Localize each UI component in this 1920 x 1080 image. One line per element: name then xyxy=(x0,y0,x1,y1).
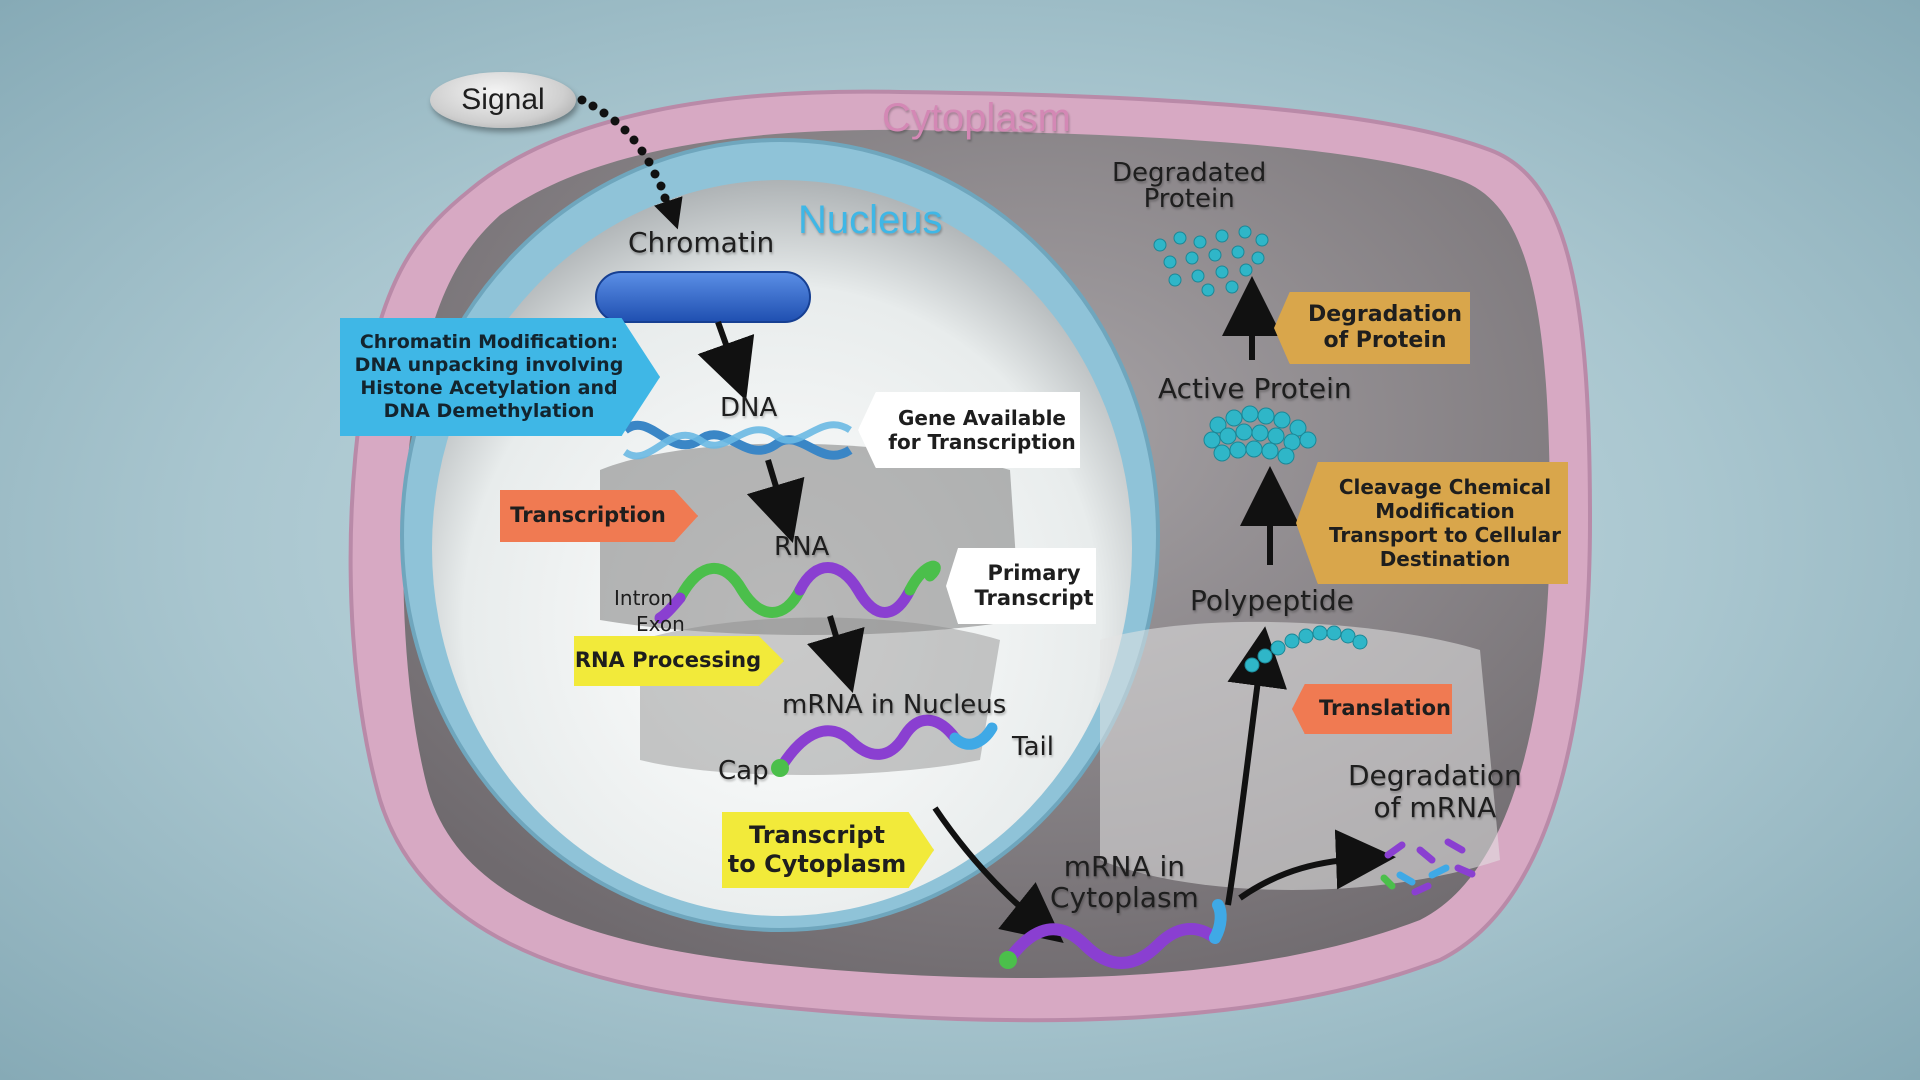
transcription-box: Transcription xyxy=(500,490,698,542)
degraded-mrna-fragments xyxy=(1380,838,1476,896)
transcript-to-cytoplasm-box: Transcript to Cytoplasm xyxy=(722,812,934,888)
degradation-mrna-label: Degradation of mRNA xyxy=(1348,759,1522,825)
mrna-cytoplasm-label: mRNA in Cytoplasm xyxy=(1050,850,1199,914)
active-protein-cluster xyxy=(1203,405,1317,465)
primary-transcript-rna xyxy=(654,560,941,624)
cap-label: Cap xyxy=(718,756,769,786)
primary-transcript-box: Primary Transcript xyxy=(946,548,1096,624)
rna-processing-box: RNA Processing xyxy=(574,636,784,686)
signal-label: Signal xyxy=(461,83,545,116)
chromatin-body xyxy=(595,271,811,323)
degraded-protein-scatter xyxy=(1153,225,1269,297)
rna-label: RNA xyxy=(774,532,830,562)
dna-label: DNA xyxy=(720,393,778,423)
polypeptide-label: Polypeptide xyxy=(1190,584,1354,617)
active-protein-label: Active Protein xyxy=(1158,372,1352,405)
pathway-arrows xyxy=(697,276,1396,943)
mrna-nucleus-label: mRNA in Nucleus xyxy=(782,690,1007,720)
chromatin-modification-box: Chromatin Modification: DNA unpacking in… xyxy=(340,318,660,436)
dna-helix xyxy=(622,420,853,460)
signal-dot-path xyxy=(577,95,670,203)
cleavage-modification-box: Cleavage Chemical Modification Transport… xyxy=(1296,462,1568,584)
tail-label: Tail xyxy=(1012,732,1054,762)
gene-available-box: Gene Available for Transcription xyxy=(858,392,1080,468)
exon-label: Exon xyxy=(636,612,685,636)
nucleus-label: Nucleus xyxy=(798,198,943,242)
signal-node: Signal xyxy=(430,72,576,128)
degraded-protein-label: Degradated Protein xyxy=(1112,158,1267,214)
cytoplasm-label: Cytoplasm xyxy=(882,96,1071,140)
chromatin-label: Chromatin xyxy=(628,226,775,259)
mrna-cytoplasm xyxy=(999,899,1227,969)
mrna-nucleus xyxy=(771,714,998,777)
intron-label: Intron xyxy=(614,586,674,610)
degradation-of-protein-box: Degradation of Protein xyxy=(1274,292,1470,364)
translation-box: Translation xyxy=(1292,684,1452,734)
polypeptide-chain xyxy=(1244,625,1368,673)
